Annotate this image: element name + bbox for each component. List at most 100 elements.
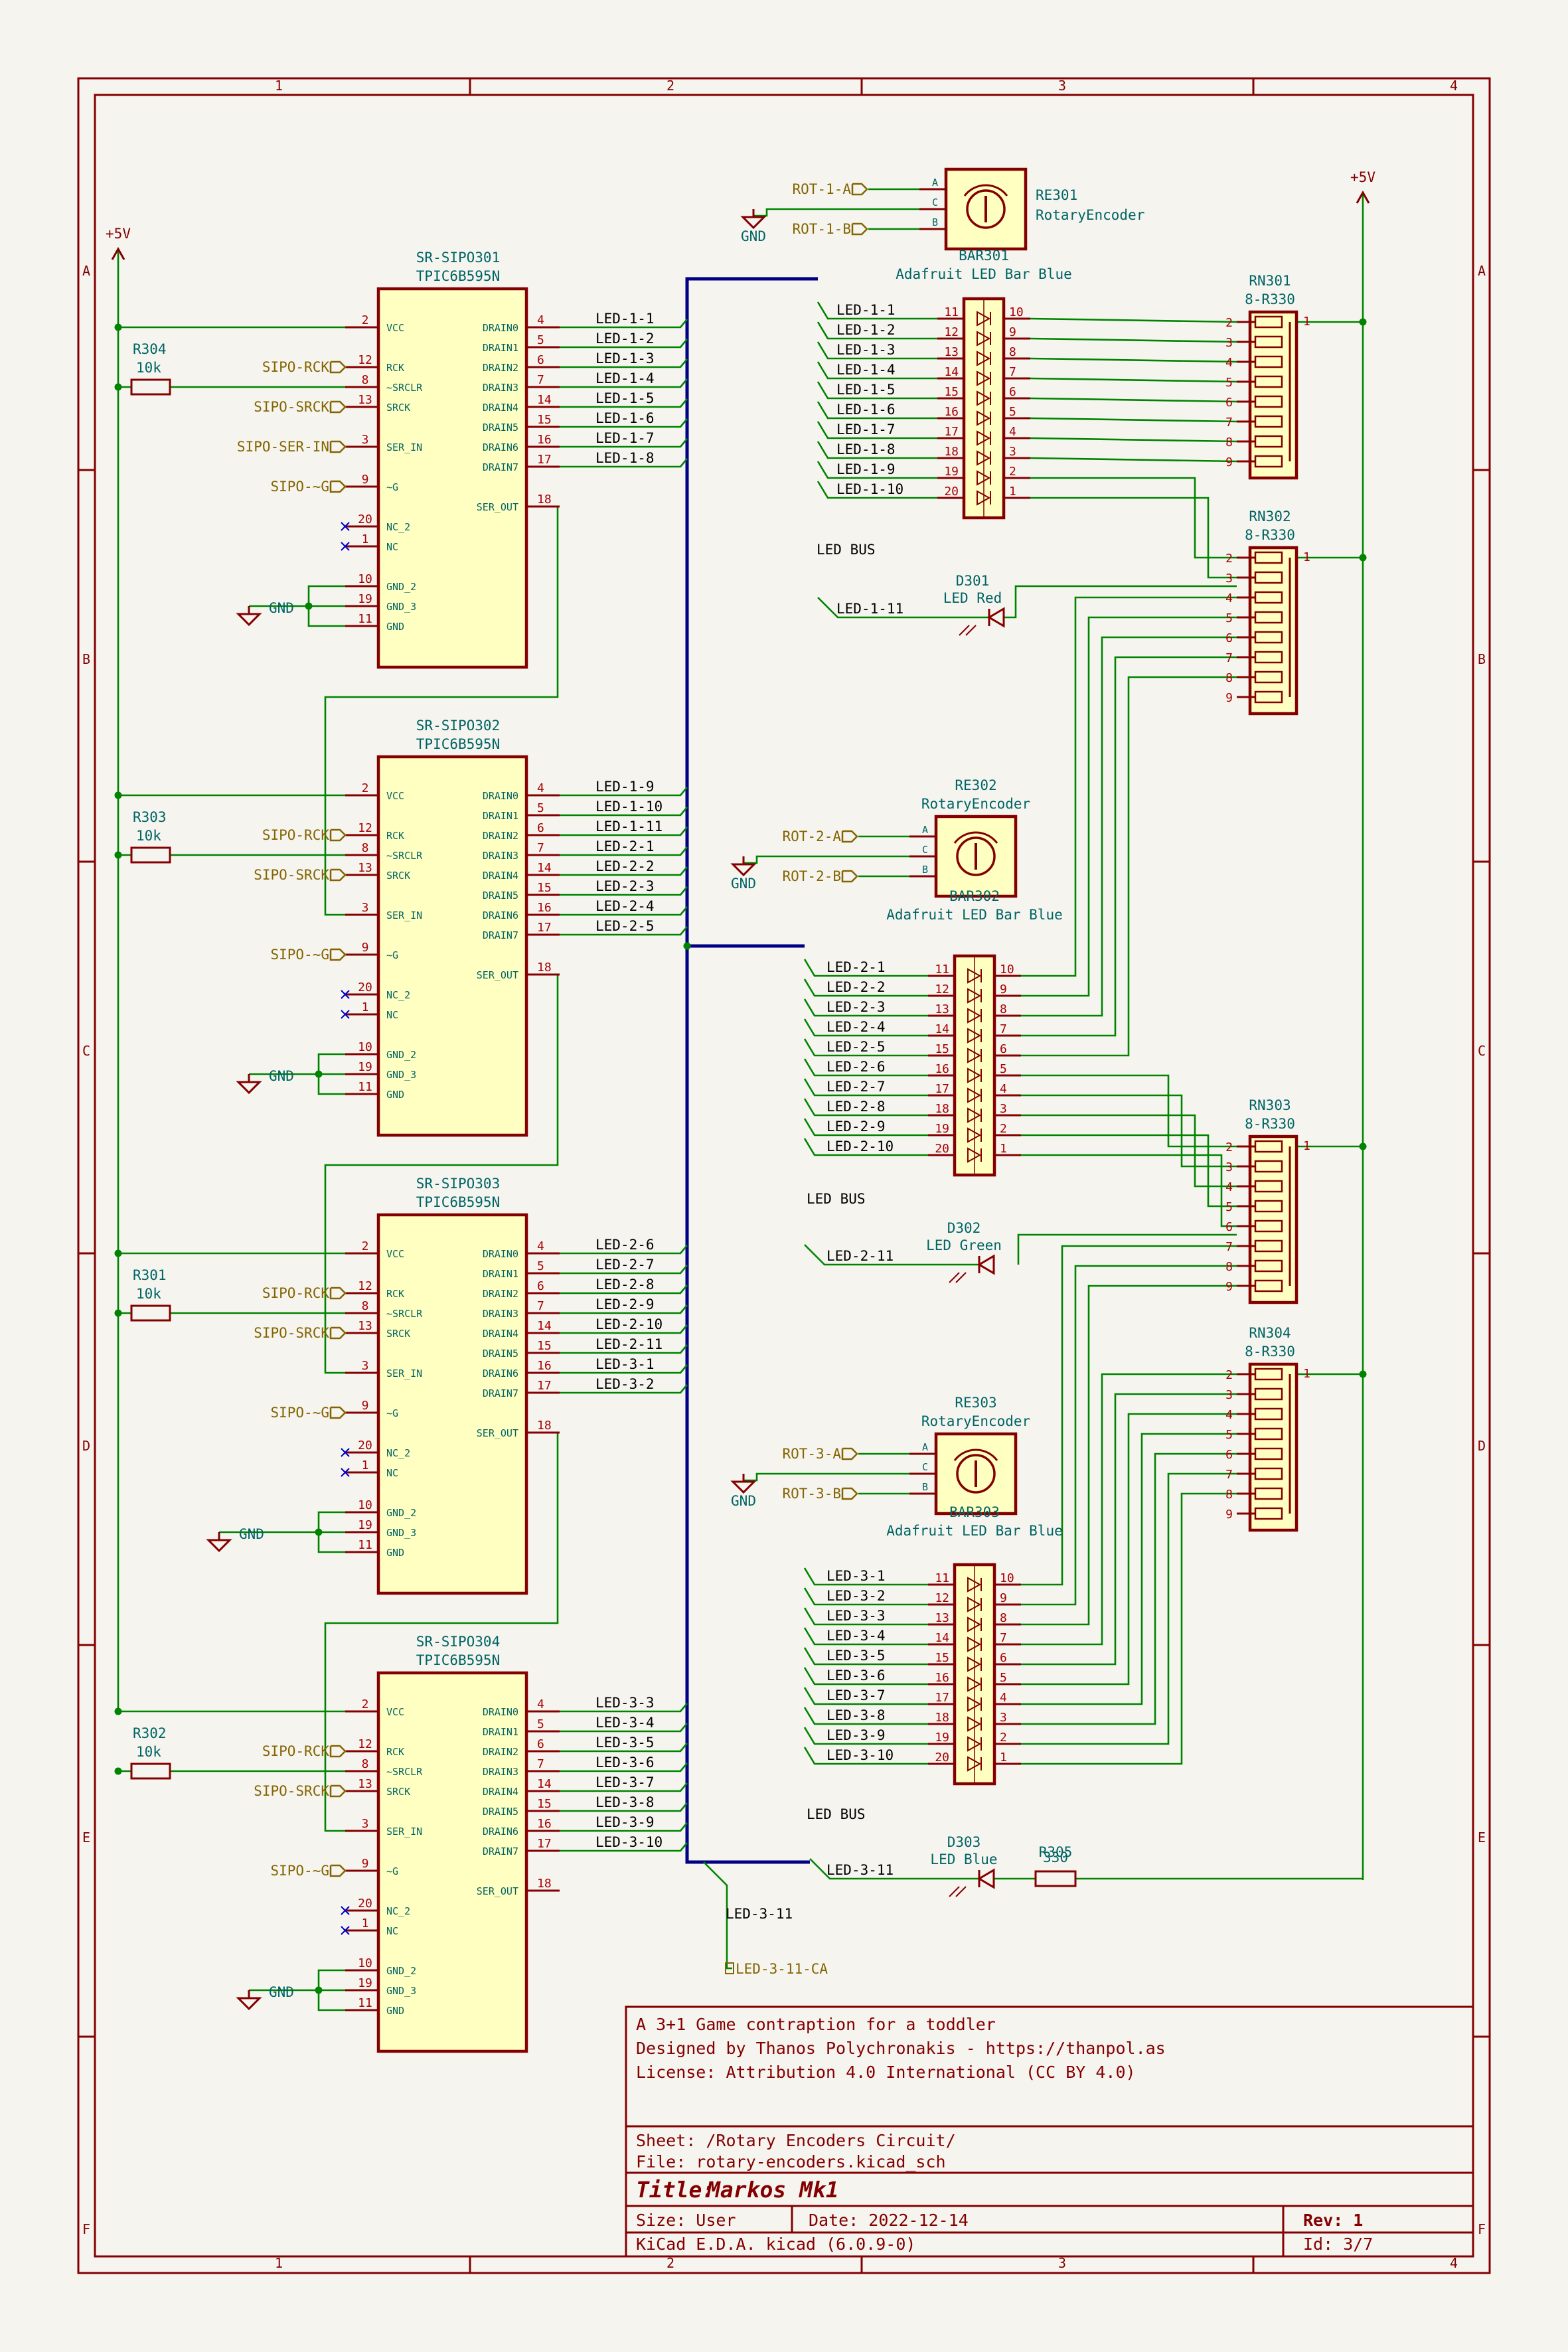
global-label: ROT-3-B bbox=[782, 1486, 841, 1502]
sr-pin-number: 13 bbox=[358, 393, 372, 407]
bar-pin-number: 18 bbox=[935, 1711, 949, 1725]
rn-pin-number: 7 bbox=[1225, 651, 1233, 665]
sr-pin-name: GND bbox=[386, 1089, 404, 1101]
bar-pin-number: 4 bbox=[1000, 1082, 1007, 1096]
bar-led-segment bbox=[967, 1028, 982, 1044]
wire bbox=[560, 826, 688, 836]
wire bbox=[560, 906, 688, 916]
net-label: LED-1-1 bbox=[595, 311, 655, 327]
sr-pin-number: 20 bbox=[358, 980, 372, 994]
rn-pin-number: 3 bbox=[1225, 572, 1233, 586]
bar-led-segment bbox=[967, 1756, 982, 1772]
net-label: LED-2-2 bbox=[595, 858, 655, 874]
resistor-reference: R304 bbox=[133, 341, 167, 357]
zone-row-right: A bbox=[1478, 263, 1486, 279]
sr-pin-number: 4 bbox=[537, 313, 544, 327]
sr-pin-name: VCC bbox=[386, 322, 404, 334]
gnd-label: GND bbox=[269, 600, 294, 616]
encoder-arc bbox=[963, 184, 1008, 196]
net-label: LED-1-7 bbox=[595, 430, 655, 446]
wire bbox=[560, 787, 688, 797]
bus-label: LED BUS bbox=[817, 542, 876, 558]
sr-pin-number: 13 bbox=[358, 1777, 372, 1791]
rn-pin-number: 4 bbox=[1225, 1408, 1233, 1422]
no-connect-mark bbox=[341, 1468, 350, 1477]
wire bbox=[1021, 1472, 1237, 1745]
sr-pin-name: DRAIN1 bbox=[483, 342, 518, 354]
rn-pin-number: 9 bbox=[1225, 1508, 1233, 1522]
sr-pin-name: RCK bbox=[386, 1746, 404, 1758]
net-label: LED-3-9 bbox=[826, 1727, 886, 1743]
sr-pin-name: DRAIN0 bbox=[483, 1706, 518, 1718]
sr-pin-name: DRAIN3 bbox=[483, 382, 518, 394]
sr-pin-name: GND_3 bbox=[386, 1527, 416, 1539]
zone-row-left: F bbox=[82, 2221, 90, 2237]
bar-pin-number: 9 bbox=[1000, 982, 1007, 996]
sr-pin-number: 3 bbox=[362, 1817, 369, 1831]
gnd-symbol bbox=[206, 1539, 232, 1553]
rn-resistor bbox=[1254, 1279, 1283, 1293]
sr-pin-name: DRAIN2 bbox=[483, 1288, 518, 1300]
rn-resistor bbox=[1254, 315, 1283, 329]
bar-pin-number: 10 bbox=[1009, 305, 1024, 319]
net-label: LED-2-10 bbox=[595, 1316, 663, 1332]
sr-pin-number: 2 bbox=[362, 313, 369, 327]
rn-pin-number: 2 bbox=[1225, 1140, 1233, 1154]
bar-pin-number: 9 bbox=[1000, 1591, 1007, 1605]
label-flag bbox=[329, 1864, 347, 1877]
encoder-value: RotaryEncoder bbox=[921, 796, 1030, 812]
bar-pin-number: 5 bbox=[1000, 1671, 1007, 1685]
rn-pin-number: 6 bbox=[1225, 1220, 1233, 1234]
sr-pin-number: 6 bbox=[537, 1279, 544, 1293]
wire bbox=[1021, 1094, 1237, 1168]
resistor-value: 10k bbox=[136, 1744, 161, 1760]
rn-resistor bbox=[1254, 375, 1283, 388]
sr-pin-name: DRAIN7 bbox=[483, 1387, 518, 1399]
sr-pin-number: 13 bbox=[358, 1319, 372, 1333]
wire bbox=[1021, 1154, 1237, 1227]
led-bus-line bbox=[685, 277, 818, 1864]
bar-led-segment bbox=[977, 410, 991, 426]
rn-pin-number: 4 bbox=[1225, 1180, 1233, 1194]
net-label: LED-1-2 bbox=[836, 322, 896, 338]
wire bbox=[817, 461, 937, 479]
bar-pin-number: 12 bbox=[935, 1591, 949, 1605]
sr-pin-number: 9 bbox=[362, 1399, 369, 1413]
rn-resistor bbox=[1254, 1239, 1283, 1253]
sr-pin-number: 11 bbox=[358, 612, 372, 626]
sr-value: TPIC6B595N bbox=[416, 1652, 500, 1668]
diode-reference: D302 bbox=[947, 1220, 981, 1236]
wire bbox=[560, 398, 688, 408]
net-label: LED-1-2 bbox=[595, 331, 655, 347]
sr-pin-name: NC_2 bbox=[386, 521, 410, 533]
wire bbox=[1021, 1413, 1237, 1686]
diode-reference: D303 bbox=[947, 1834, 981, 1850]
net-label: LED-3-8 bbox=[595, 1794, 655, 1810]
no-connect-mark bbox=[341, 1906, 350, 1915]
rn-body bbox=[1248, 546, 1298, 716]
wire bbox=[1021, 1134, 1237, 1208]
rn-value: 8-R330 bbox=[1245, 291, 1295, 307]
sr-pin-number: 1 bbox=[362, 532, 369, 546]
encoder-arc bbox=[953, 1449, 998, 1461]
global-label: SIPO-SRCK bbox=[254, 1325, 329, 1341]
bar-led-segment bbox=[977, 311, 991, 327]
bar-led-segment bbox=[977, 450, 991, 466]
net-label: LED-1-3 bbox=[595, 351, 655, 366]
encoder-pin-name: A bbox=[922, 1441, 928, 1453]
junction-dot bbox=[114, 1767, 122, 1775]
sr-pin-number: 10 bbox=[358, 1956, 372, 1970]
label-flag bbox=[841, 1487, 858, 1500]
wire bbox=[560, 1723, 688, 1733]
sr-pin-name: DRAIN1 bbox=[483, 1726, 518, 1738]
gnd-symbol bbox=[730, 863, 757, 877]
bar-pin-number: 3 bbox=[1000, 1711, 1007, 1725]
wire bbox=[560, 846, 688, 856]
tb-file: File: rotary-encoders.kicad_sch bbox=[636, 2152, 946, 2171]
sr-pin-name: GND_2 bbox=[386, 581, 416, 593]
wire bbox=[803, 1138, 928, 1156]
shift-register-4: SR-SIPO304TPIC6B595NVCC2RCK12~SRCLR8SRCK… bbox=[130, 1634, 560, 2053]
bar-pin-number: 4 bbox=[1009, 425, 1016, 439]
encoder-knob bbox=[956, 1454, 996, 1494]
